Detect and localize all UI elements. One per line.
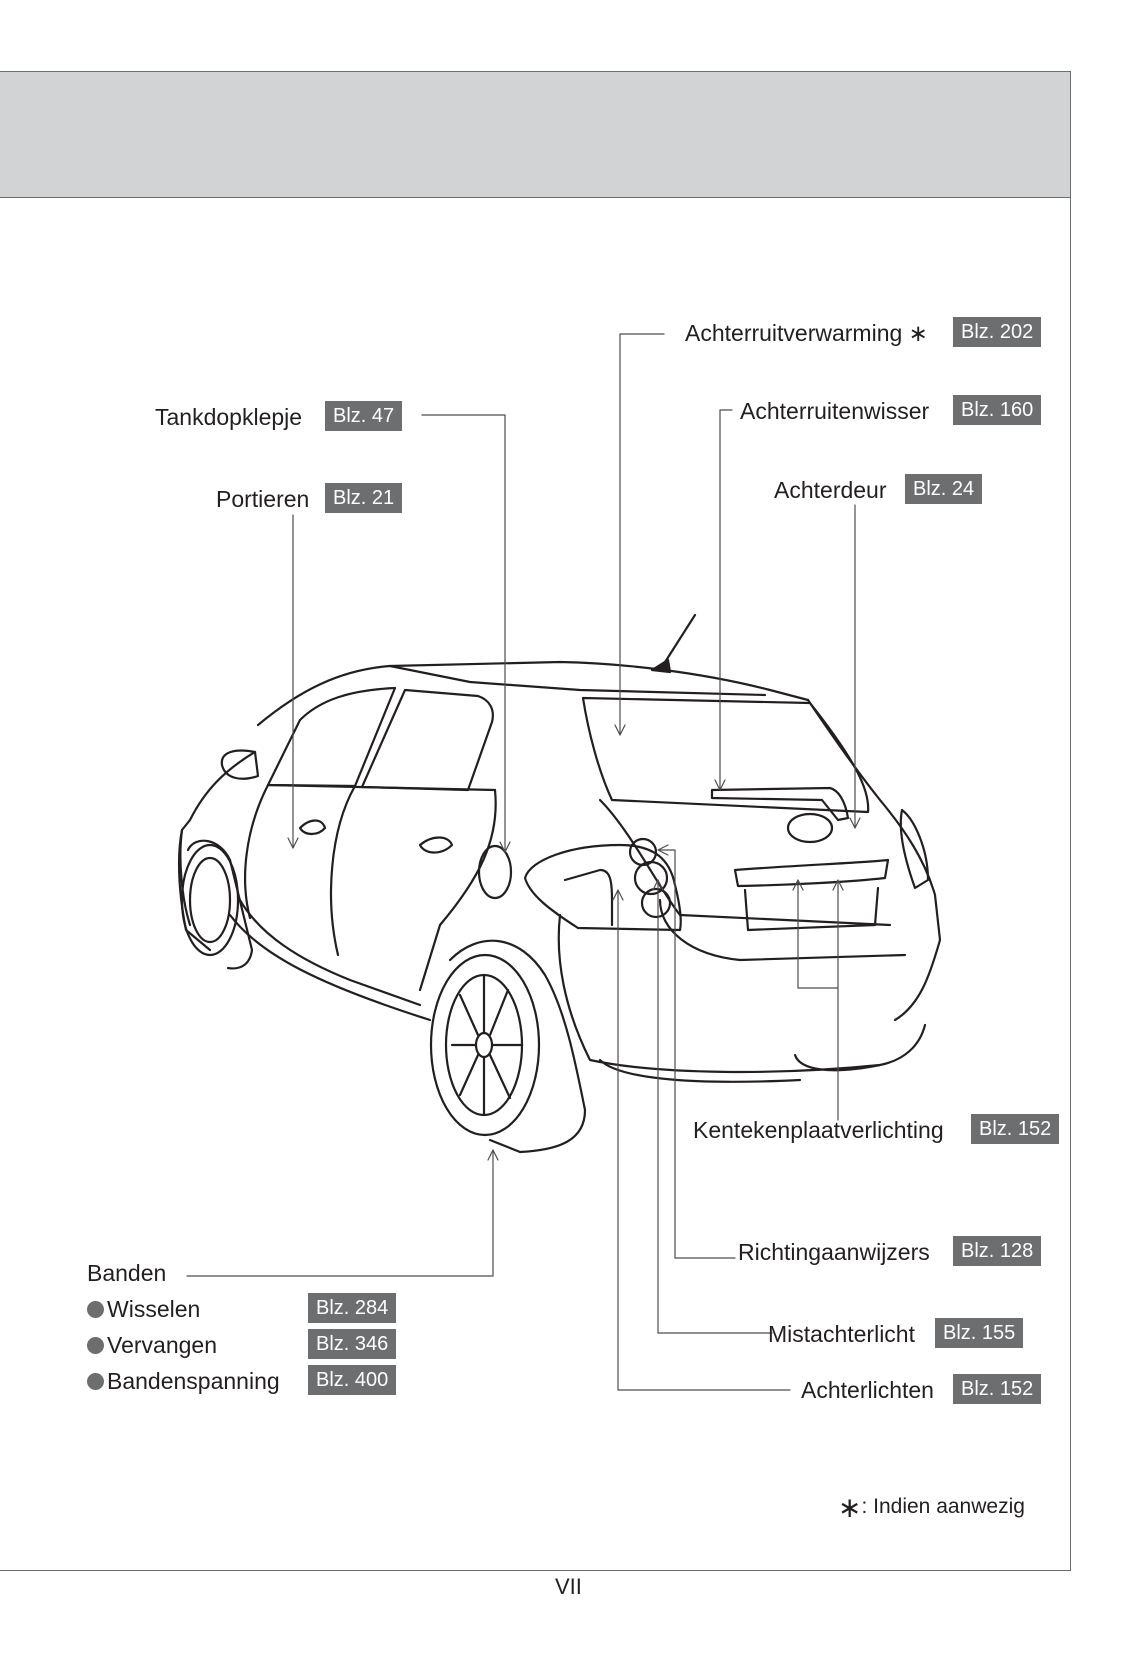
label-portieren: Portieren <box>216 486 310 512</box>
page-ref-mistachterlicht[interactable]: Blz. 155 <box>935 1318 1024 1348</box>
page-ref-wisselen[interactable]: Blz. 284 <box>308 1293 397 1323</box>
label-vervangen: Vervangen <box>107 1332 217 1358</box>
list-item-vervangen: Vervangen <box>87 1331 217 1359</box>
page-ref-achterruitenwisser[interactable]: Blz. 160 <box>953 395 1042 425</box>
page-ref-vervangen[interactable]: Blz. 346 <box>308 1329 397 1359</box>
asterisk-icon: ∗ <box>838 1492 862 1523</box>
car-body <box>177 613 942 1154</box>
label-richtingaanwijzers: Richtingaanwijzers <box>738 1239 930 1265</box>
page-frame <box>0 71 1071 1571</box>
page-ref-achterdeur[interactable]: Blz. 24 <box>905 474 983 504</box>
label-wisselen: Wisselen <box>107 1296 201 1322</box>
page-ref-tankdopklepje[interactable]: Blz. 47 <box>325 401 403 431</box>
label-kentekenplaatverlichting: Kentekenplaatverlichting <box>693 1117 944 1143</box>
label-achterdeur: Achterdeur <box>774 477 887 503</box>
page-ref-portieren[interactable]: Blz. 21 <box>325 483 403 513</box>
label-bandenspanning: Bandenspanning <box>107 1368 280 1394</box>
label-banden: Banden <box>87 1260 167 1286</box>
page-ref-bandenspanning[interactable]: Blz. 400 <box>308 1365 397 1395</box>
label-tankdopklepje: Tankdopklepje <box>155 404 303 430</box>
page-number: VII <box>555 1574 582 1599</box>
bullet-icon <box>87 1301 104 1318</box>
page-ref-kentekenplaatverlichting[interactable]: Blz. 152 <box>971 1114 1060 1144</box>
bullet-icon <box>87 1337 104 1354</box>
leader-lines <box>186 333 861 1391</box>
footnote: ∗: Indien aanwezig <box>838 1491 1025 1524</box>
label-achterlichten: Achterlichten <box>801 1377 934 1403</box>
page-ref-richtingaanwijzers[interactable]: Blz. 128 <box>953 1236 1042 1266</box>
bullet-icon <box>87 1373 104 1390</box>
label-achterruitenwisser: Achterruitenwisser <box>740 398 930 424</box>
page-ref-achterruitverwarming[interactable]: Blz. 202 <box>953 317 1042 347</box>
page-ref-achterlichten[interactable]: Blz. 152 <box>953 1374 1042 1404</box>
header-band <box>0 71 1070 198</box>
label-achterruitverwarming: Achterruitverwarming ∗ <box>685 320 928 346</box>
footnote-text: : Indien aanwezig <box>861 1495 1025 1518</box>
list-item-bandenspanning: Bandenspanning <box>87 1367 280 1395</box>
list-item-wisselen: Wisselen <box>87 1295 200 1323</box>
label-mistachterlicht: Mistachterlicht <box>768 1321 915 1347</box>
